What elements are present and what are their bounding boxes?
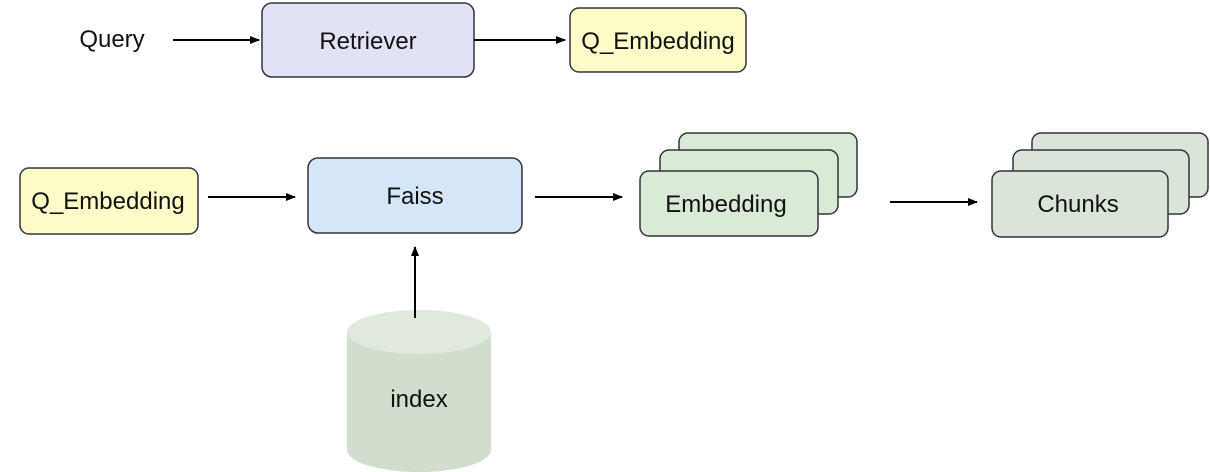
embedding-stack: Embedding: [639, 132, 858, 237]
q-embedding-left-node: Q_Embedding: [19, 167, 199, 235]
embedding-card-front: [639, 170, 819, 237]
index-cylinder-body: [347, 332, 491, 472]
q-embedding-top-label: Q_Embedding: [581, 28, 734, 55]
index-label: index: [390, 386, 447, 413]
chunks-label: Chunks: [1037, 191, 1118, 218]
retriever-node: Retriever: [261, 2, 475, 78]
query-label: Query: [79, 26, 144, 53]
q-embedding-top-node: Q_Embedding: [569, 7, 747, 73]
q-embedding-left-label: Q_Embedding: [31, 188, 184, 215]
faiss-label: Faiss: [386, 183, 443, 210]
retriever-label: Retriever: [319, 28, 416, 55]
index-cylinder-top: [347, 310, 491, 354]
chunks-stack: Chunks: [991, 132, 1209, 238]
embedding-label: Embedding: [665, 191, 786, 218]
index-database-node: index: [347, 310, 491, 472]
faiss-node: Faiss: [307, 157, 523, 234]
chunks-card-front: [991, 170, 1169, 238]
